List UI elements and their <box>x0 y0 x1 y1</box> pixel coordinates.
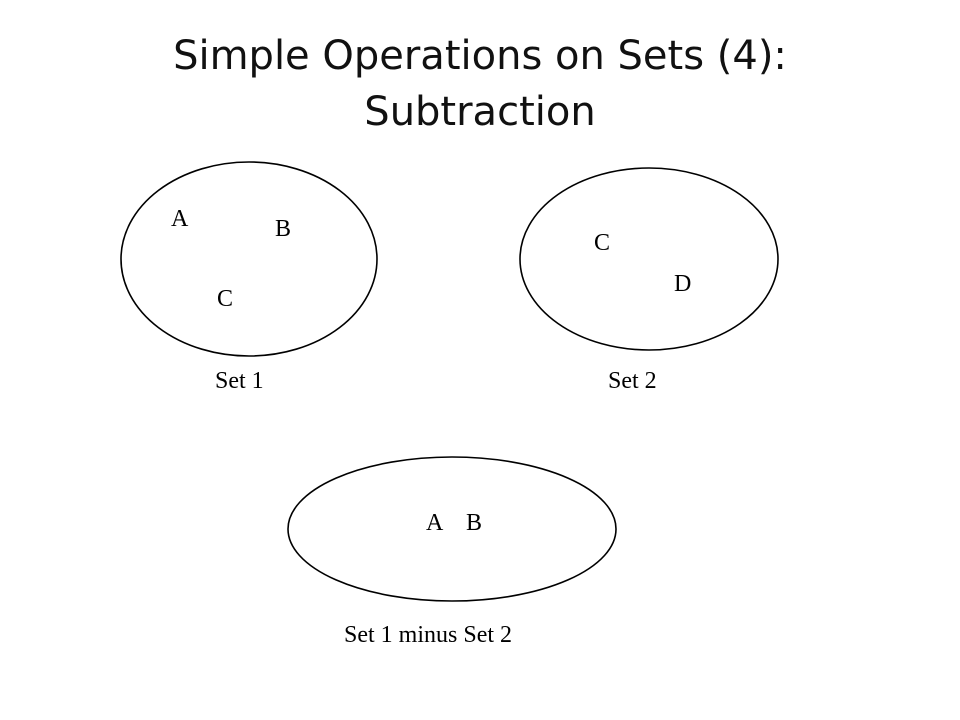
set-1-element-c: C <box>217 286 233 312</box>
set-2-group: C D Set 2 <box>519 167 779 394</box>
set-1-element-b: B <box>275 216 291 242</box>
result-set-label: Set 1 minus Set 2 <box>344 622 512 648</box>
set-1-label: Set 1 <box>215 368 264 394</box>
set-1-ellipse <box>120 161 378 357</box>
set-2-element-d: D <box>674 271 691 297</box>
result-element-b: B <box>466 510 482 536</box>
slide-title-line-2: Subtraction <box>364 89 596 135</box>
result-set-ellipse <box>287 456 617 602</box>
result-element-a: A <box>426 510 444 536</box>
result-set-group: A B Set 1 minus Set 2 <box>287 456 617 648</box>
slide-title-line-1: Simple Operations on Sets (4): <box>173 33 787 79</box>
set-2-ellipse <box>519 167 779 351</box>
set-2-element-c: C <box>594 230 610 256</box>
set-2-label: Set 2 <box>608 368 657 394</box>
set-1-element-a: A <box>171 206 189 232</box>
slide-title: Simple Operations on Sets (4): Subtracti… <box>0 28 960 140</box>
set-1-group: A B C Set 1 <box>120 161 378 394</box>
